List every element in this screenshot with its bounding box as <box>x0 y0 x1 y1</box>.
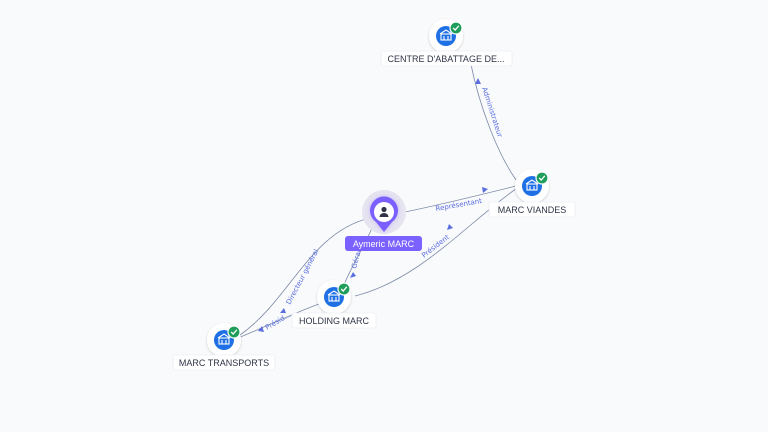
arrow-icon <box>280 308 286 313</box>
edge-gerant[interactable] <box>342 227 373 288</box>
edge-label-president: Président <box>420 233 451 260</box>
node-label: MARC VIANDES <box>498 205 567 215</box>
edge-directeur-general[interactable] <box>239 217 371 336</box>
node-marc-transports[interactable]: MARC TRANSPORTS <box>172 323 276 371</box>
building-icon <box>327 290 341 302</box>
arrow-icon <box>258 326 264 332</box>
arrow-icon <box>475 78 481 84</box>
arrow-icon <box>447 224 453 230</box>
building-icon <box>439 29 453 41</box>
node-label: MARC TRANSPORTS <box>179 358 269 368</box>
edge-label-directeur-general: Directeur général <box>285 248 321 306</box>
node-label: CENTRE D'ABATTAGE DE... <box>388 54 505 64</box>
person-icon <box>379 206 389 217</box>
arrow-icon <box>482 187 488 193</box>
check-badge-icon <box>449 21 463 35</box>
edge-administrateur[interactable] <box>469 59 521 186</box>
building-icon <box>217 333 231 345</box>
edge-label-president-transports: Présid... <box>264 311 292 332</box>
check-badge-icon <box>337 282 351 296</box>
edge-label-representant: Représentant <box>435 197 483 213</box>
node-label: HOLDING MARC <box>299 316 370 326</box>
edge-president[interactable] <box>354 185 521 297</box>
arrow-icon <box>350 272 356 278</box>
node-aymeric-marc[interactable]: Aymeric MARC <box>345 190 422 251</box>
person-label: Aymeric MARC <box>353 239 415 249</box>
edge-representant[interactable] <box>399 184 521 214</box>
node-holding-marc[interactable]: HOLDING MARC <box>291 280 377 329</box>
check-badge-icon <box>227 325 241 339</box>
building-icon <box>525 179 539 191</box>
node-marc-viandes[interactable]: MARC VIANDES <box>488 169 576 218</box>
node-centre-abattage[interactable]: CENTRE D'ABATTAGE DE... <box>380 19 513 67</box>
check-badge-icon <box>535 171 549 185</box>
